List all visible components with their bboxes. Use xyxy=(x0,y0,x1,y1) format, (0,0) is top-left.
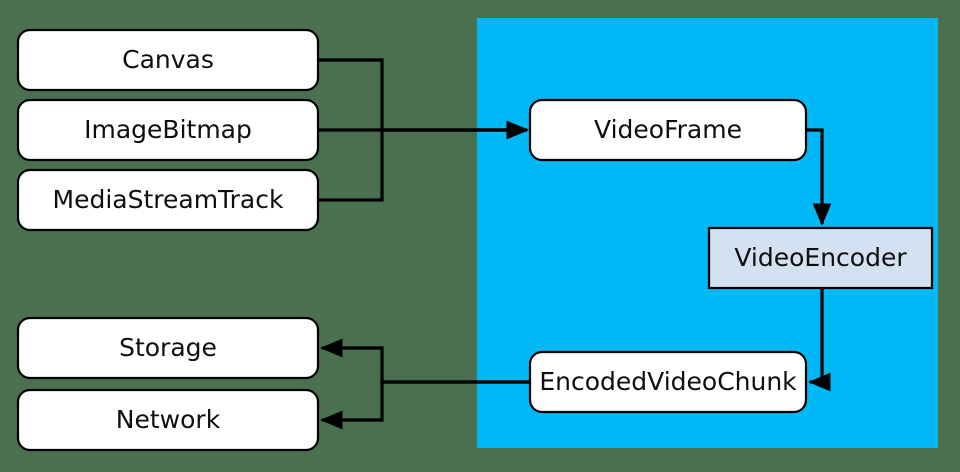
node-videoframe[interactable]: VideoFrame xyxy=(528,98,808,162)
node-mediastreamtrack[interactable]: MediaStreamTrack xyxy=(16,168,320,232)
edge-videoframe-to-videoencoder xyxy=(806,128,832,226)
node-network-shape[interactable] xyxy=(16,388,320,452)
node-imagebitmap-label: ImageBitmap xyxy=(84,115,252,144)
node-imagebitmap-shape[interactable] xyxy=(16,98,320,162)
node-encodedvideochunk[interactable]: EncodedVideoChunk xyxy=(528,350,808,414)
node-mediastreamtrack-shape[interactable] xyxy=(16,168,320,232)
node-mediastreamtrack-label: MediaStreamTrack xyxy=(53,185,284,214)
node-encodedvideochunk-shape[interactable] xyxy=(528,350,808,414)
node-encodedvideochunk-label: EncodedVideoChunk xyxy=(539,367,797,396)
node-canvas[interactable]: Canvas xyxy=(16,28,320,92)
node-network-label: Network xyxy=(116,405,221,434)
node-videoencoder[interactable]: VideoEncoder xyxy=(707,226,934,290)
nodes-layer: Canvas ImageBitmap MediaStreamTrack Stor… xyxy=(16,28,934,452)
node-videoframe-shape[interactable] xyxy=(528,98,808,162)
node-imagebitmap[interactable]: ImageBitmap xyxy=(16,98,320,162)
node-videoframe-label: VideoFrame xyxy=(594,115,742,144)
node-videoencoder-label: VideoEncoder xyxy=(734,243,907,272)
node-storage-label: Storage xyxy=(119,333,217,362)
node-network[interactable]: Network xyxy=(16,388,320,452)
edges-layer xyxy=(318,58,832,430)
node-storage[interactable]: Storage xyxy=(16,316,320,380)
edge-videoencoder-to-encodedvideochunk xyxy=(808,288,831,392)
edge-encodedvideochunk-to-network xyxy=(320,380,530,430)
node-videoencoder-shape[interactable] xyxy=(707,226,934,290)
node-canvas-label: Canvas xyxy=(122,45,214,74)
node-storage-shape[interactable] xyxy=(16,316,320,380)
node-canvas-shape[interactable] xyxy=(16,28,320,92)
